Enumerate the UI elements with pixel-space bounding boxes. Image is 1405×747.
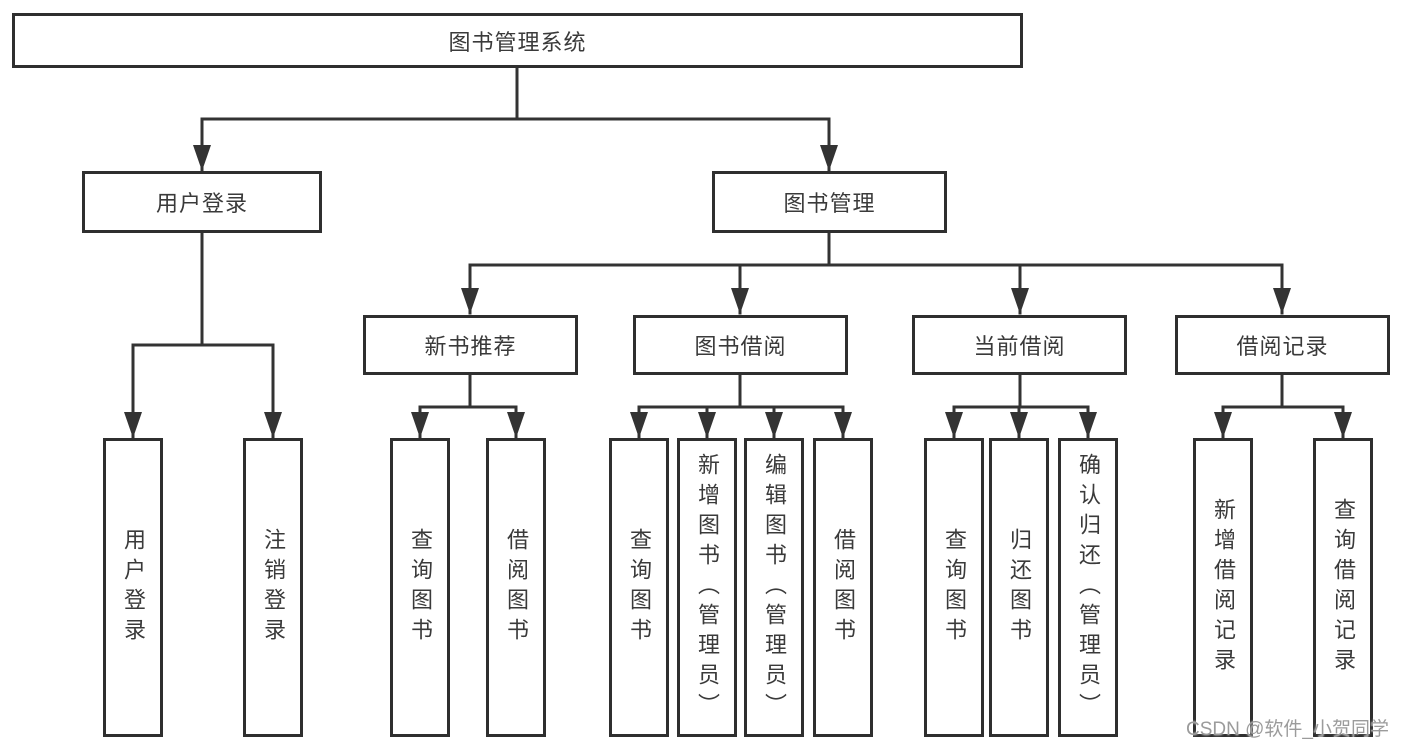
leaf-logout: 注销登录 <box>243 438 303 737</box>
leaf-label: 编辑图书（管理员） <box>762 452 787 723</box>
node-book-management: 图书管理 <box>712 171 947 233</box>
leaf-confirm-return-admin: 确认归还（管理员） <box>1058 438 1118 737</box>
leaf-label: 用户登录 <box>121 527 146 648</box>
node-label: 图书管理系统 <box>448 29 587 55</box>
leaf-label: 查询图书 <box>627 527 652 648</box>
leaf-label: 借阅图书 <box>831 527 856 648</box>
watermark: CSDN @软件_小贺同学 <box>1186 719 1389 740</box>
leaf-borrow-books-recommend: 借阅图书 <box>486 438 546 737</box>
node-user-login: 用户登录 <box>82 171 322 233</box>
leaf-query-borrow-record: 查询借阅记录 <box>1313 438 1373 737</box>
node-label: 图书管理 <box>783 191 876 216</box>
leaf-label: 归还图书 <box>1007 527 1032 648</box>
arrowhead-edges <box>124 117 1352 439</box>
leaf-query-books-current: 查询图书 <box>924 438 984 737</box>
node-label: 借阅记录 <box>1236 334 1329 359</box>
leaf-label: 查询借阅记录 <box>1331 497 1356 678</box>
leaf-label: 新增借阅记录 <box>1211 497 1236 678</box>
leaf-add-borrow-record: 新增借阅记录 <box>1193 438 1253 737</box>
leaf-label: 查询图书 <box>942 527 967 648</box>
node-book-borrowing: 图书借阅 <box>633 315 848 375</box>
node-label: 新书推荐 <box>424 334 517 359</box>
node-library-management-system: 图书管理系统 <box>12 13 1023 68</box>
node-label: 图书借阅 <box>694 334 787 359</box>
node-label: 当前借阅 <box>973 334 1066 359</box>
leaf-label: 注销登录 <box>261 527 286 648</box>
leaf-add-book-admin: 新增图书（管理员） <box>677 438 737 737</box>
node-label: 用户登录 <box>155 191 248 216</box>
leaf-label: 借阅图书 <box>504 527 529 648</box>
leaf-borrow-books: 借阅图书 <box>813 438 873 737</box>
tree-trunk-edges <box>131 66 1345 409</box>
node-borrowing-records: 借阅记录 <box>1175 315 1390 375</box>
leaf-label: 新增图书（管理员） <box>695 452 720 723</box>
node-current-borrowing: 当前借阅 <box>912 315 1127 375</box>
leaf-label: 确认归还（管理员） <box>1076 452 1101 723</box>
leaf-query-books-recommend: 查询图书 <box>390 438 450 737</box>
leaf-user-login: 用户登录 <box>103 438 163 737</box>
leaf-edit-book-admin: 编辑图书（管理员） <box>744 438 804 737</box>
leaf-label: 查询图书 <box>408 527 433 648</box>
leaf-return-book: 归还图书 <box>989 438 1049 737</box>
leaf-query-books-borrow: 查询图书 <box>609 438 669 737</box>
node-new-book-recommendation: 新书推荐 <box>363 315 578 375</box>
